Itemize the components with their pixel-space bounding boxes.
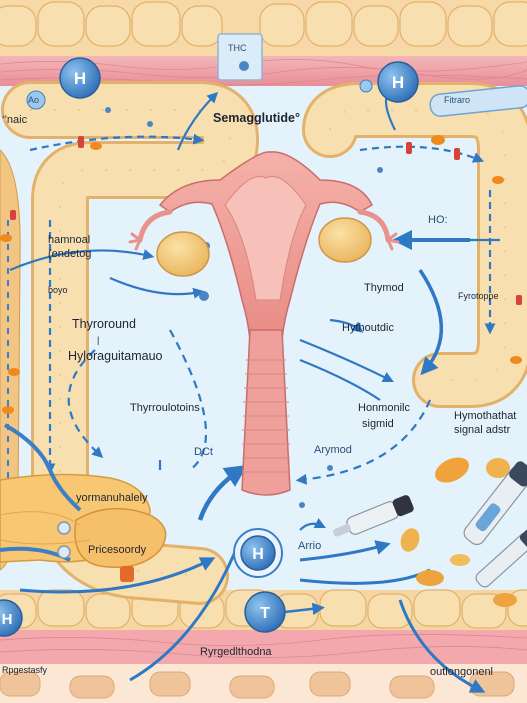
- hyloragu-label: Hyloraguitamauo: [68, 349, 163, 363]
- hormonic-label: Honmonilc: [358, 402, 410, 414]
- thyroutoins-label: Thyrroulotoins: [130, 402, 200, 414]
- top-fat-cell-layer: [0, 0, 527, 58]
- ho-label: HO:: [428, 214, 448, 226]
- pricesordy-label: Pricesoordy: [88, 544, 147, 556]
- small-molecule-right: [359, 79, 373, 93]
- thyroround-label: Thyroround: [72, 317, 136, 331]
- hymothalhal-label: Hymothathat: [454, 410, 517, 422]
- left-edge-label-2: Ao: [28, 95, 40, 105]
- hormone-h-bottom-left: H: [0, 599, 23, 637]
- hormone-t-bottom: T: [244, 591, 325, 633]
- signal-ads-label: signal adstr: [454, 424, 511, 436]
- small-molecule-left: [26, 90, 46, 110]
- boyo-label: boyo: [48, 285, 68, 295]
- right-fat-tube: [302, 82, 527, 408]
- diagram-title: Semagglutide°: [213, 111, 300, 125]
- uterus-organ: [128, 151, 400, 496]
- hormone-t-bottom-letter: T: [260, 605, 270, 622]
- hormone-h-top-right-letter: H: [392, 73, 404, 92]
- hormone-h-top-right: H: [377, 61, 419, 103]
- left-edge-label-1: ‘’naic: [2, 114, 28, 126]
- hormone-h-bottom: H: [233, 528, 283, 578]
- injection-pen-1: [333, 495, 414, 537]
- thyroround-tick: |: [97, 335, 100, 345]
- rpgestasfy-label: Rpgestasfy: [2, 665, 48, 675]
- thymod-label: Thymod: [364, 282, 404, 294]
- signid-label: sigmid: [362, 418, 394, 430]
- arrio-label: Arrio: [298, 540, 322, 552]
- pancreas-organ: [0, 423, 167, 582]
- fyrotoppe-label: Fyrotoppe: [458, 291, 499, 301]
- top-box-label: THC: [228, 43, 247, 53]
- pill-capsules: [400, 457, 517, 607]
- arymod-label: Arymod: [314, 444, 352, 456]
- bottom-fat-cell-layer: [0, 589, 527, 703]
- endetog-label: (endetog: [48, 248, 92, 260]
- injection-pen-2: [463, 461, 527, 546]
- top-right-capsule: [429, 85, 527, 117]
- hormone-h-top-left-letter: H: [74, 69, 86, 88]
- hythoutdic-label: Hythoutdic: [342, 322, 394, 334]
- rygeolthodna-label: Ryrgedlthodna: [200, 646, 272, 658]
- yormanu-label: yormanuhalely: [76, 492, 148, 504]
- hormone-h-top-left: H: [59, 57, 101, 99]
- hormone-h-bottom-left-letter: H: [2, 611, 13, 628]
- outlongone-label: outlongonenl: [430, 666, 494, 678]
- top-center-box: [217, 33, 263, 81]
- hormoal-label: hamnoal: [48, 234, 91, 246]
- flow-paths: [9, 86, 500, 693]
- hormone-h-bottom-letter: H: [252, 546, 264, 563]
- injection-pen-3: [475, 528, 527, 588]
- dct-label: DCt: [194, 446, 213, 458]
- fitraro-label: Fitraro: [444, 95, 471, 105]
